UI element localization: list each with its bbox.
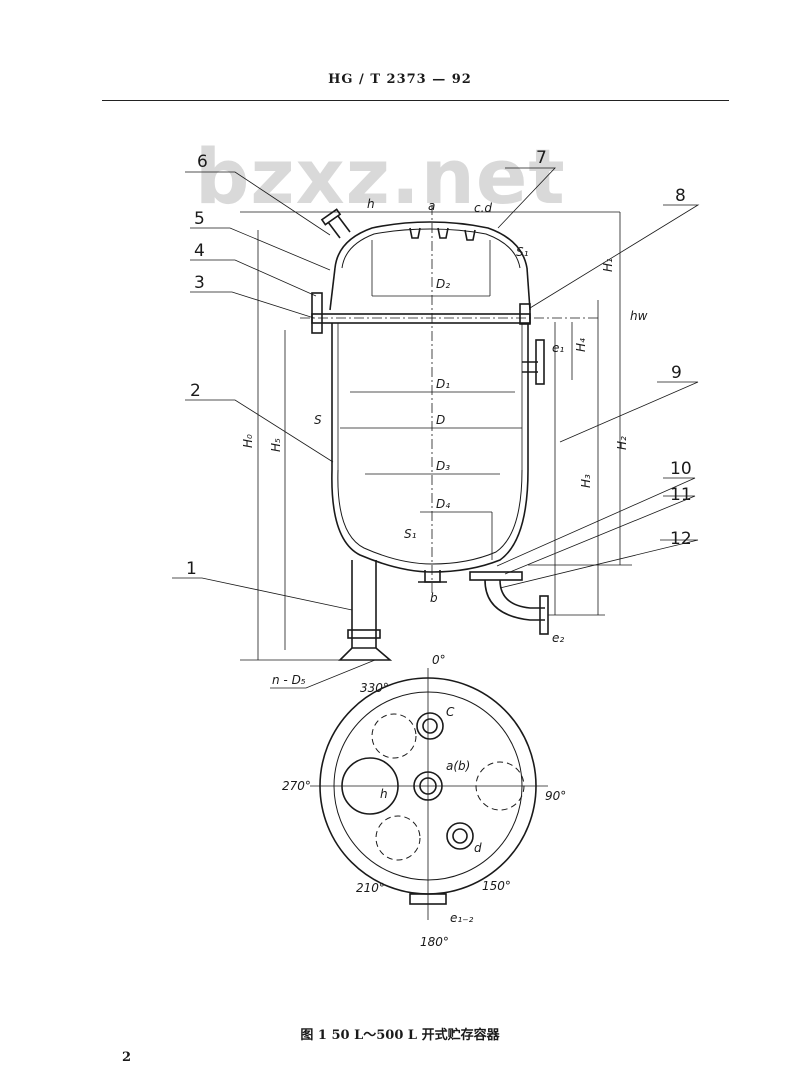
plan-deg-180: 180° [420, 935, 449, 949]
part-number-9: 9 [671, 363, 682, 383]
plan-label-h: h [380, 787, 388, 801]
watermark: bzxz.net [195, 132, 566, 221]
label-h4: H₄ [574, 338, 588, 352]
label-n-d5: n - D₅ [272, 673, 306, 687]
part-number-6: 6 [197, 152, 208, 172]
part-number-5: 5 [194, 209, 205, 229]
label-d: D [436, 413, 445, 427]
plan-deg-270: 270° [282, 779, 311, 793]
part-number-8: 8 [675, 186, 686, 206]
part-number-11: 11 [670, 485, 692, 505]
page-number: 2 [122, 1050, 132, 1065]
label-h3: H₃ [579, 474, 593, 488]
part-number-12: 12 [670, 529, 692, 549]
label-d1: D₁ [436, 377, 450, 391]
plan-deg-210: 210° [356, 881, 385, 895]
plan-deg-330: 330° [360, 681, 389, 695]
label-s: S [314, 413, 322, 427]
label-e2: e₂ [552, 631, 564, 645]
label-b: b [430, 591, 438, 605]
plan-deg-0: 0° [432, 653, 446, 667]
plan-label-e12: e₁₋₂ [450, 911, 474, 925]
label-a: a [428, 199, 435, 213]
label-h1: H₁ [601, 258, 615, 272]
label-h2: H₂ [615, 436, 629, 450]
label-hw: hw [630, 309, 648, 323]
label-h5: H₅ [269, 438, 283, 452]
header-rule [102, 100, 729, 101]
part-number-7: 7 [536, 148, 547, 168]
part-number-2: 2 [190, 381, 201, 401]
part-number-3: 3 [194, 273, 205, 293]
standard-number-header: HG / T 2373 — 92 [328, 72, 472, 87]
label-d2: D₂ [436, 277, 450, 291]
plan-deg-90: 90° [545, 789, 566, 803]
plan-label-ab: a(b) [446, 759, 470, 773]
label-s1-bottom: S₁ [404, 527, 417, 541]
label-cd: c.d [474, 201, 492, 215]
label-h0: H₀ [241, 434, 255, 448]
label-e1: e₁ [552, 341, 564, 355]
part-number-1: 1 [186, 559, 197, 579]
label-d4: D₄ [436, 497, 450, 511]
part-number-4: 4 [194, 241, 205, 261]
label-s1: S₁ [516, 245, 529, 259]
part-number-10: 10 [670, 459, 692, 479]
label-d3: D₃ [436, 459, 450, 473]
plan-label-d: d [474, 841, 482, 855]
figure-caption: 图 1 50 L～500 L 开式贮存容器 [300, 1028, 500, 1043]
label-h: h [367, 197, 375, 211]
plan-deg-150: 150° [482, 879, 511, 893]
plan-label-c: C [446, 705, 455, 719]
